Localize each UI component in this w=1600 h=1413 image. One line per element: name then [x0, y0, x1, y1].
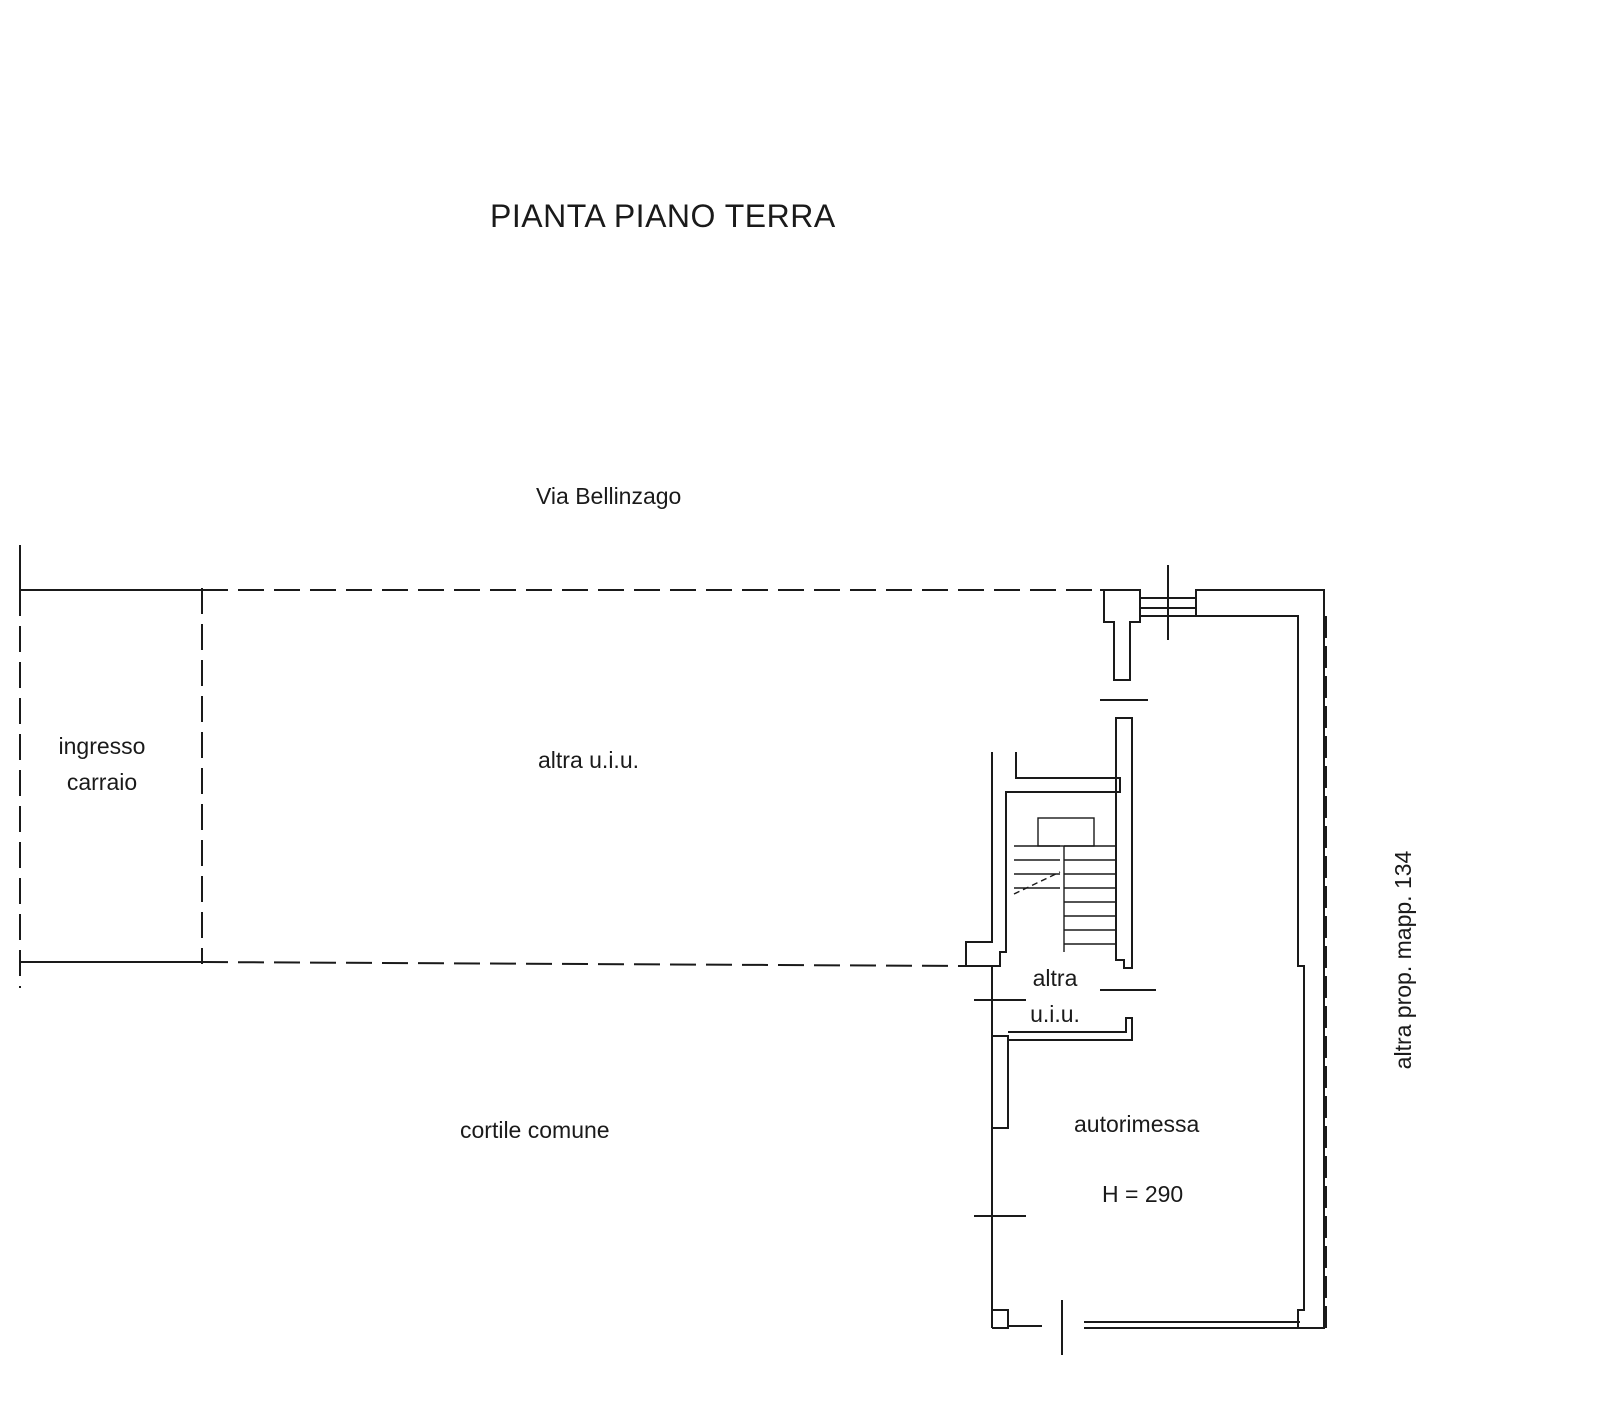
room-label-autorimessa: autorimessa [1074, 1111, 1200, 1137]
garage-left-wall [974, 966, 1133, 1329]
altra-uiu-boundary [201, 589, 1100, 967]
neighbor-property-label: altra prop. mapp. 134 [1390, 850, 1417, 1070]
street-label: Via Bellinzago [536, 483, 682, 509]
altra-small-line-1: altra [1032, 965, 1078, 991]
room-label-altra-uiu-small: altra u.i.u. [1010, 960, 1100, 1032]
room-label-altra-uiu: altra u.i.u. [538, 747, 639, 773]
garage-outer-wall [1100, 589, 1327, 1329]
garage-door [1061, 1300, 1324, 1355]
ingresso-line-2: carraio [66, 769, 138, 795]
room-label-ingresso-carraio: ingresso carraio [42, 728, 162, 800]
altra-small-line-2: u.i.u. [1030, 1001, 1080, 1027]
window-symbol [1140, 565, 1196, 640]
plan-title: PIANTA PIANO TERRA [490, 198, 836, 234]
stair-core-walls [965, 717, 1156, 991]
room-label-cortile-comune: cortile comune [460, 1117, 610, 1143]
ingresso-line-1: ingresso [58, 733, 146, 759]
ingresso-carraio-outline [19, 545, 203, 988]
room-height-label: H = 290 [1102, 1181, 1184, 1207]
stair-treads [1013, 817, 1116, 952]
